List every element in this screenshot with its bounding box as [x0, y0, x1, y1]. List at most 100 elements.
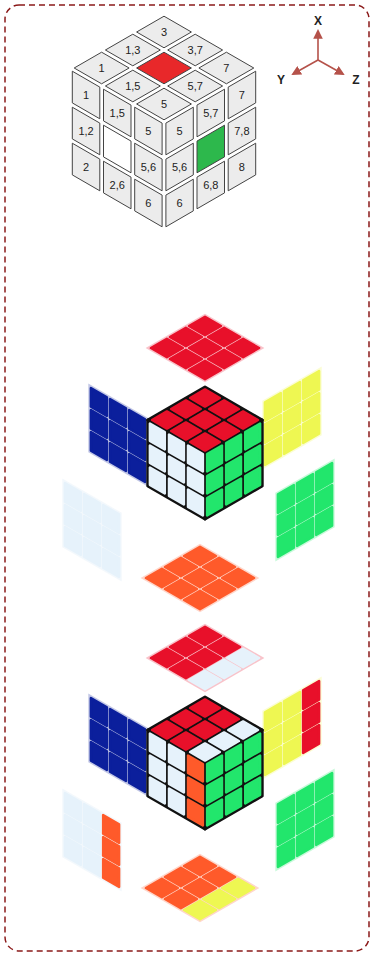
- sticker-label: 5,7: [188, 80, 203, 93]
- sticker-outline: [197, 161, 225, 209]
- sticker-label: 2: [83, 161, 89, 174]
- sticker-outline: [72, 143, 100, 191]
- exploded-face-sticker: [265, 437, 281, 465]
- cube-drawings: [62, 16, 334, 922]
- exploded-face-ground: [146, 624, 265, 693]
- cube-sticker: [169, 479, 184, 505]
- sticker-label: 3: [161, 26, 167, 39]
- cube-body: [205, 420, 262, 519]
- sticker-label: 1,5: [110, 107, 125, 120]
- exploded-face-ground: [262, 367, 321, 470]
- cube-sticker: [226, 479, 241, 505]
- exploded-face-sticker: [65, 837, 81, 865]
- sticker-outline: [228, 143, 256, 191]
- exploded-face-sticker: [84, 538, 100, 566]
- exploded-face-sticker: [103, 859, 119, 887]
- sticker-label: 5: [161, 98, 167, 111]
- sticker-outline: [166, 179, 193, 227]
- exploded-face-ground: [62, 479, 121, 582]
- sticker-label: 7: [239, 89, 245, 102]
- sticker-label: 1: [99, 62, 105, 75]
- cube-sticker: [150, 778, 165, 804]
- exploded-face-sticker: [284, 736, 300, 764]
- exploded-face-sticker: [297, 518, 313, 546]
- exploded-face-sticker: [189, 317, 221, 335]
- sticker-outline: [104, 161, 132, 209]
- cube-sticker: [150, 468, 165, 494]
- cube-sticker: [190, 699, 220, 716]
- sticker-label: 6,8: [203, 179, 218, 192]
- sticker-outline: [135, 179, 162, 227]
- y-axis-arrow: [293, 60, 318, 74]
- cube-body: [148, 730, 205, 829]
- exploded-face-sticker: [129, 764, 145, 792]
- exploded-face-sticker: [91, 742, 107, 770]
- cube-sticker: [188, 800, 203, 826]
- sticker-label: 1,2: [78, 125, 93, 138]
- axis-label: Z: [352, 74, 359, 87]
- sticker-label: 1: [83, 89, 89, 102]
- cube-sticker: [245, 778, 260, 804]
- sticker-label: 3,7: [188, 44, 203, 57]
- axis-label: X: [314, 15, 322, 28]
- exploded-face-sticker: [316, 507, 332, 535]
- exploded-face-sticker: [297, 828, 313, 856]
- exploded-face-sticker: [184, 547, 216, 565]
- exploded-face-sticker: [129, 454, 145, 482]
- exploded-face-sticker: [316, 817, 332, 845]
- exploded-face-ground: [88, 384, 147, 487]
- sticker-label: 6: [145, 197, 151, 210]
- exploded-face-ground: [146, 314, 265, 383]
- exploded-face-sticker: [91, 432, 107, 460]
- sticker-label: 2,6: [110, 179, 125, 192]
- exploded-face-sticker: [278, 839, 294, 867]
- cube-body: [148, 420, 205, 519]
- dashed-frame: [5, 5, 369, 951]
- exploded-face-sticker: [184, 857, 216, 875]
- cube-sticker: [226, 789, 241, 815]
- cube-sticker: [188, 490, 203, 516]
- cube-sticker: [207, 800, 222, 826]
- exploded-face-ground: [62, 789, 121, 892]
- sticker-outline: [137, 16, 192, 48]
- cube-sticker: [169, 789, 184, 815]
- sticker-label: 5: [145, 125, 151, 138]
- cube-sticker: [190, 389, 220, 406]
- cube-body: [148, 697, 262, 763]
- exploded-face-sticker: [65, 527, 81, 555]
- exploded-face-ground: [141, 544, 260, 613]
- exploded-face-sticker: [284, 426, 300, 454]
- exploded-face-ground: [262, 677, 321, 780]
- sticker-label: 5: [177, 125, 183, 138]
- sticker-label: 5,7: [203, 107, 218, 120]
- exploded-face-ground: [275, 769, 334, 872]
- exploded-face-sticker: [110, 443, 126, 471]
- exploded-face-sticker: [278, 529, 294, 557]
- sticker-label: 1,3: [125, 44, 140, 57]
- sticker-label: 7: [223, 62, 229, 75]
- exploded-face-sticker: [189, 627, 221, 645]
- sticker-label: 5,6: [172, 161, 187, 174]
- exploded-face-sticker: [265, 747, 281, 775]
- axis-label: Y: [277, 74, 285, 87]
- x-axis-arrow: [317, 31, 319, 60]
- cube-sticker: [207, 490, 222, 516]
- exploded-face-ground: [275, 459, 334, 562]
- cube-sticker: [245, 468, 260, 494]
- cube-body: [205, 730, 262, 829]
- sticker-label: 7,8: [234, 125, 249, 138]
- exploded-face-ground: [88, 694, 147, 797]
- cube-body: [148, 387, 262, 453]
- sticker-label: 8: [239, 161, 245, 174]
- exploded-face-sticker: [110, 753, 126, 781]
- sticker-label: 1,5: [125, 80, 140, 93]
- sticker-label: 5,6: [141, 161, 156, 174]
- sticker-label: 6: [177, 197, 183, 210]
- exploded-face-sticker: [303, 415, 319, 443]
- z-axis-arrow: [318, 60, 343, 74]
- exploded-face-sticker: [103, 549, 119, 577]
- exploded-face-sticker: [84, 848, 100, 876]
- exploded-face-sticker: [303, 725, 319, 753]
